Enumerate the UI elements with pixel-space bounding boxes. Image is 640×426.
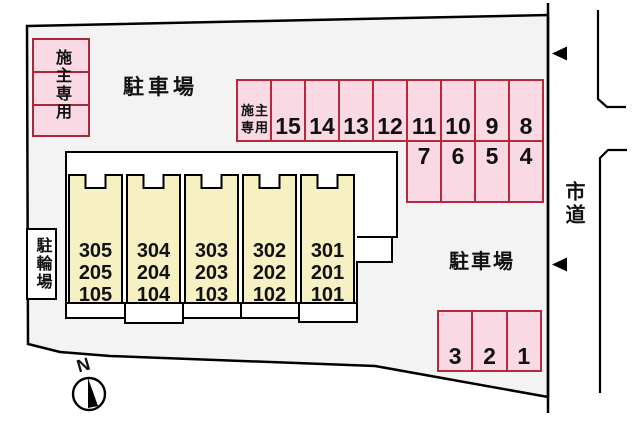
parking-space: 3 (448, 342, 462, 369)
parking-area-label-bottom: 駐車場 (449, 251, 515, 273)
road-edge-lower (598, 148, 627, 393)
building-porch-dividers (124, 303, 300, 318)
parking-space: 7 (417, 143, 431, 169)
entrance-arrow-icon (552, 257, 567, 272)
building-unit (184, 174, 239, 304)
unit-room-numbers: 303 203 103 (194, 240, 229, 306)
parking-space: 11 (406, 81, 440, 140)
parking-space: 4 (508, 142, 542, 201)
parking-space: 15 (270, 81, 304, 140)
parking-space: 9 (474, 81, 508, 140)
building-unit (68, 174, 123, 304)
unit-room-numbers: 302 202 102 (252, 240, 287, 306)
entrance-arrow-icon (552, 46, 567, 61)
building-unit (300, 174, 355, 304)
stall-divider (34, 71, 88, 73)
unit-room-numbers: 301 201 101 (310, 240, 345, 306)
parking-row-top: 施主 専用 15 14 13 12 11 10 9 8 (236, 79, 544, 142)
parking-space: 2 (471, 312, 505, 370)
parking-space: 8 (508, 81, 542, 140)
bicycle-parking-label: 駐輪場 (33, 237, 51, 291)
building-unit (126, 174, 181, 304)
parking-area-label-top: 駐車場 (123, 76, 198, 99)
owner-cell-label: 施主 専用 (241, 103, 270, 136)
unit-room-numbers: 305 205 105 (78, 240, 113, 306)
owner-reserved-box: 施主専用 (32, 38, 90, 137)
road-edge-upper (596, 10, 626, 109)
parking-space: 6 (440, 142, 474, 201)
owner-reserved-label: 施主専用 (53, 49, 70, 121)
stall-divider (34, 104, 88, 106)
parking-space: 13 (338, 81, 372, 140)
parking-row-second: 7 6 5 4 (406, 140, 544, 203)
bicycle-parking-box: 駐輪場 (26, 228, 57, 300)
parking-space: 12 (372, 81, 406, 140)
parking-space: 5 (474, 142, 508, 201)
parking-space: 14 (304, 81, 338, 140)
building-unit (242, 174, 297, 304)
city-road-label: 市道 (562, 181, 584, 227)
parking-space: 10 (440, 81, 474, 140)
north-compass-icon (71, 376, 107, 412)
parking-space: 1 (505, 312, 540, 370)
parking-row-bottom: 3 2 1 (437, 310, 542, 372)
unit-room-numbers: 304 204 104 (136, 240, 171, 306)
parking-space-owner: 施主 専用 (238, 81, 270, 140)
